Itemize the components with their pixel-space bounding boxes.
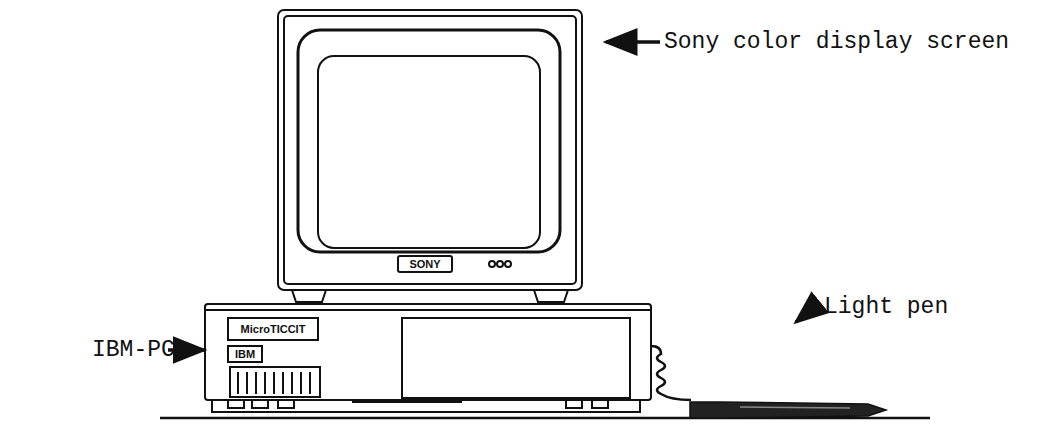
monitor-screen <box>318 56 540 248</box>
part-label: IBM-PC <box>92 339 175 362</box>
part-label: Sony color display screen <box>664 31 1009 54</box>
monitor-case <box>278 10 582 290</box>
leader-arrow <box>606 40 660 44</box>
brand-text: SONY <box>409 259 440 270</box>
sony-badge <box>398 256 452 272</box>
light-pen <box>690 402 886 418</box>
system-unit <box>205 304 651 400</box>
pen-cable <box>651 346 691 400</box>
ibm-badge <box>228 346 262 362</box>
keypad-slots <box>230 367 320 397</box>
leader-arrow <box>796 304 818 322</box>
drive-panel <box>402 318 630 398</box>
brand-text: MicroTICCIT <box>241 324 306 335</box>
part-label: Light pen <box>824 296 948 319</box>
microticcit-badge <box>228 318 318 340</box>
brand-text: IBM <box>235 349 255 360</box>
monitor-bezel <box>298 30 560 252</box>
